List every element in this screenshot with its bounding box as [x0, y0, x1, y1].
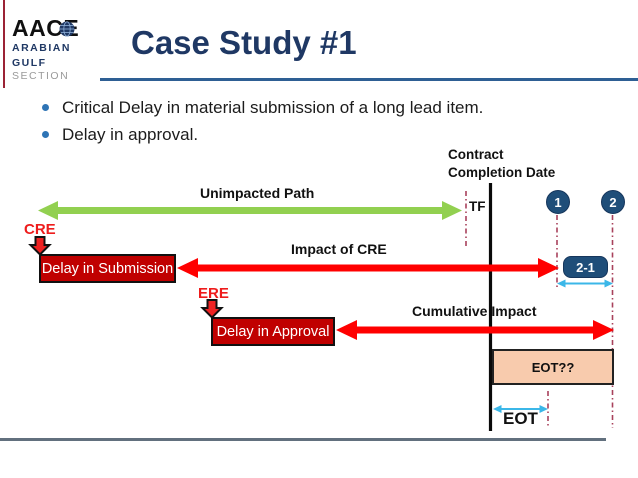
- page-title: Case Study #1: [131, 24, 357, 61]
- ere-down-arrow: [200, 299, 224, 319]
- cumulative-impact-arrow: [336, 320, 614, 340]
- tf-label: TF: [469, 199, 486, 214]
- logo-region-section: SECTION: [12, 70, 70, 82]
- marker-circle-2: 2: [601, 190, 625, 214]
- impact-of-cre-arrow: [177, 258, 559, 278]
- eot-span-arrow: [493, 405, 548, 413]
- globe-icon: [59, 17, 75, 41]
- left-accent-strip: [3, 0, 5, 88]
- difference-badge: 2-1: [563, 256, 608, 278]
- cre-down-arrow: [28, 236, 52, 256]
- cumulative-impact-label: Cumulative Impact: [412, 303, 537, 319]
- ere-label: ERE: [198, 285, 229, 302]
- difference-span-arrow: [557, 279, 613, 288]
- marker-circle-1: 1: [546, 190, 570, 214]
- delay-in-approval-box: Delay in Approval: [211, 317, 335, 346]
- bullet-icon: [42, 131, 49, 138]
- bullet-icon: [42, 104, 49, 111]
- bullet-list: Critical Delay in material submission of…: [40, 97, 600, 151]
- logo-region-gulf: GULF: [12, 57, 47, 69]
- logo-region-arabian: ARABIAN: [12, 42, 71, 54]
- delay-in-submission-box: Delay in Submission: [39, 254, 176, 283]
- title-underline: [100, 78, 638, 81]
- eot-question-box: EOT??: [492, 349, 614, 385]
- cre-label: CRE: [24, 221, 56, 238]
- aace-logo: AACE ARABIAN GULF SECTION: [12, 16, 122, 83]
- bullet-text: Critical Delay in material submission of…: [62, 98, 484, 117]
- unimpacted-path-arrow: [38, 201, 462, 220]
- impact-of-cre-label: Impact of CRE: [291, 241, 387, 257]
- bullet-text: Delay in approval.: [62, 125, 199, 144]
- list-item: Delay in approval.: [40, 124, 600, 145]
- list-item: Critical Delay in material submission of…: [40, 97, 600, 118]
- unimpacted-path-label: Unimpacted Path: [200, 185, 315, 201]
- eot-label: EOT: [503, 409, 538, 428]
- logo-brand-text: AACE: [12, 16, 122, 40]
- contract-completion-label: Contract Completion Date: [448, 147, 556, 180]
